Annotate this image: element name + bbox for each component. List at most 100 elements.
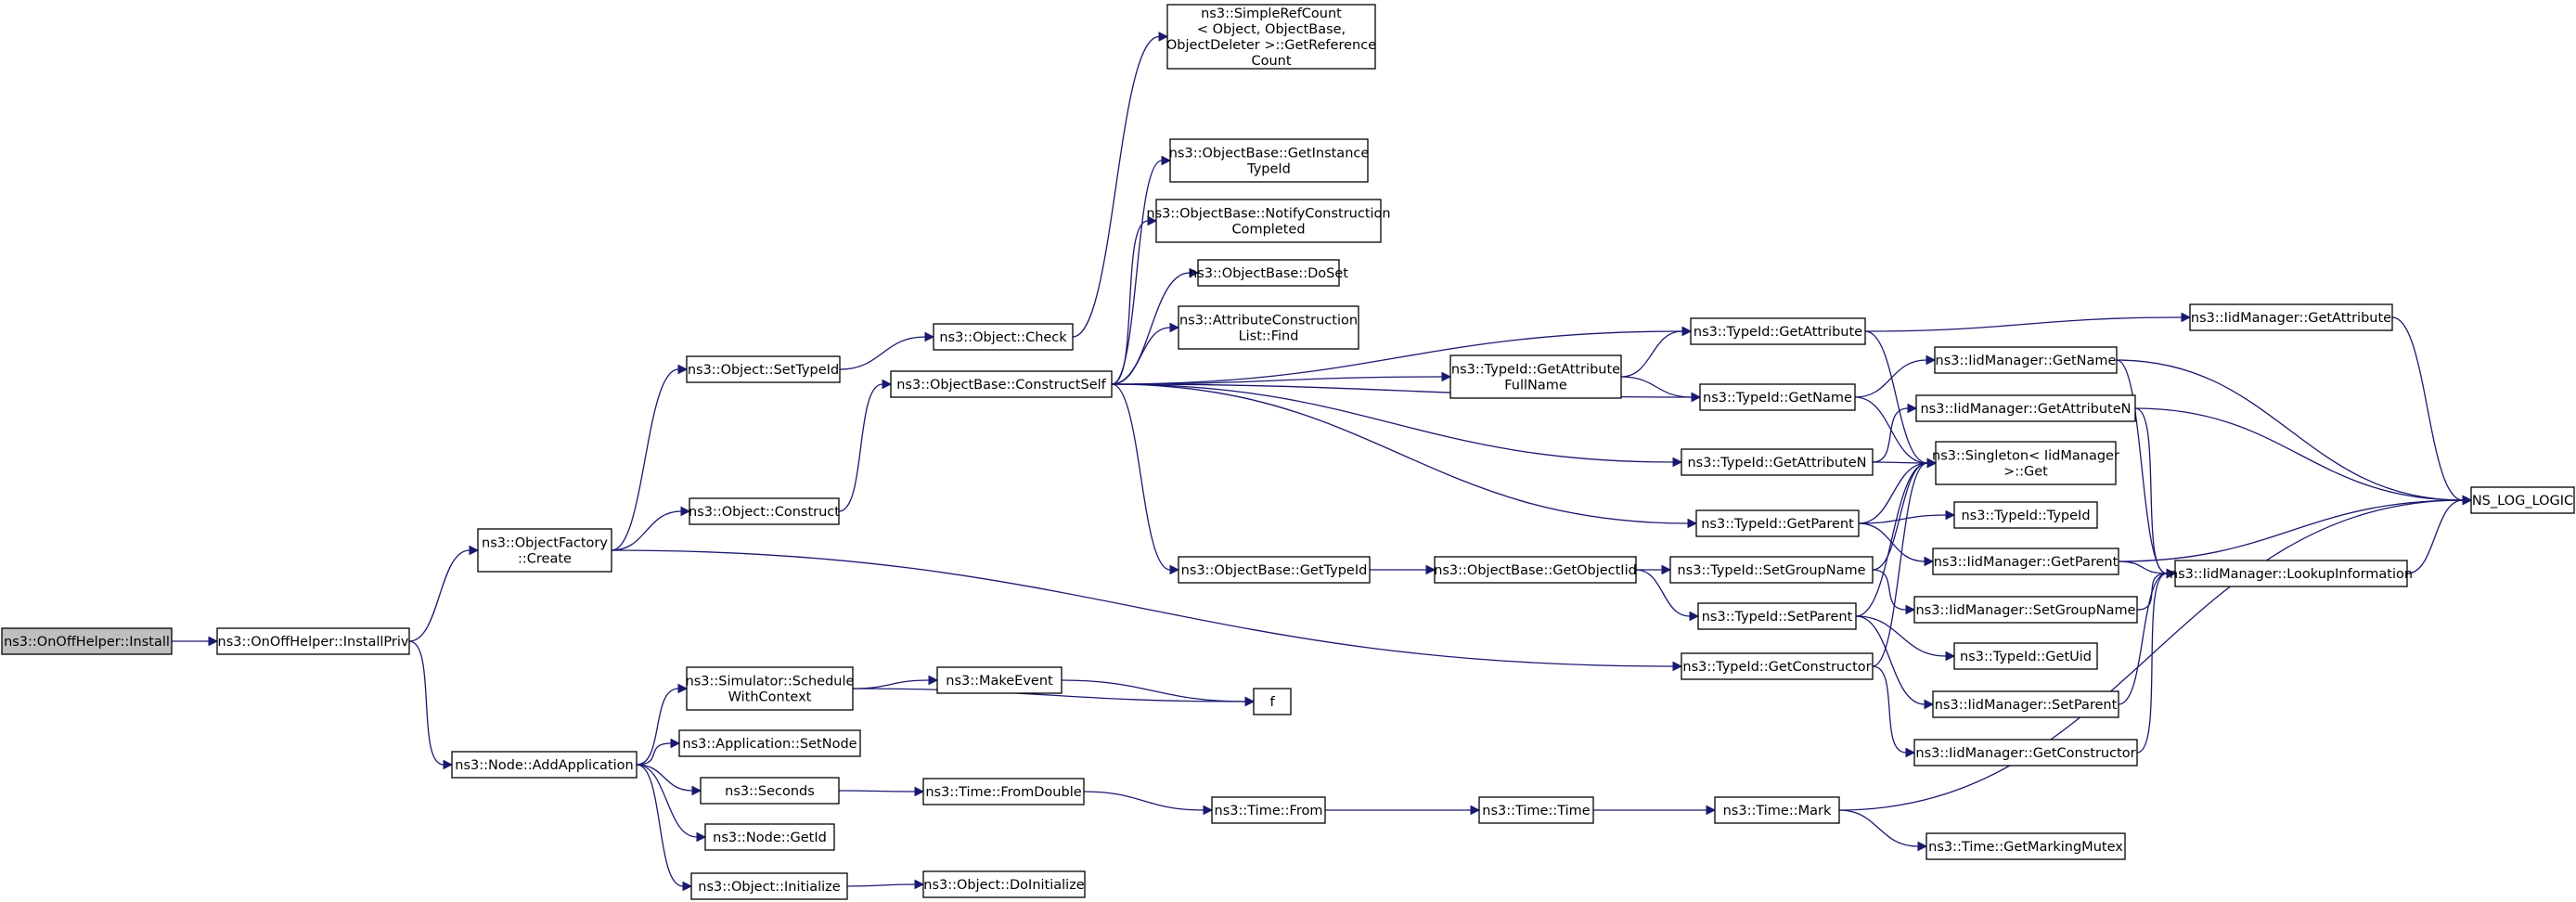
node-getrefcount[interactable]: ns3::SimpleRefCount< Object, ObjectBase,… bbox=[1166, 4, 1376, 70]
node-installpriv[interactable]: ns3::OnOffHelper::InstallPriv bbox=[216, 627, 410, 655]
node-iid_getname[interactable]: ns3::IidManager::GetName bbox=[1934, 346, 2118, 374]
node-timetime[interactable]: ns3::Time::Time bbox=[1478, 796, 1594, 824]
arrowhead bbox=[914, 786, 925, 797]
arrowhead bbox=[1147, 215, 1158, 226]
edge-getattrfull-to-getname bbox=[1620, 376, 1702, 403]
node-box bbox=[1178, 305, 1359, 350]
node-label: ::Create bbox=[518, 551, 572, 566]
arrowhead bbox=[469, 545, 480, 556]
edge-settypeid-to-check bbox=[839, 331, 935, 370]
node-constructself[interactable]: ns3::ObjectBase::ConstructSelf bbox=[890, 370, 1113, 398]
node-settypeid[interactable]: ns3::Object::SetTypeId bbox=[686, 355, 841, 383]
node-getparent[interactable]: ns3::TypeId::GetParent bbox=[1695, 509, 1860, 537]
edge-constructself-to-obgettypeid bbox=[1111, 383, 1180, 575]
node-fromdouble[interactable]: ns3::Time::FromDouble bbox=[922, 778, 1085, 805]
node-timemark[interactable]: ns3::Time::Mark bbox=[1714, 796, 1840, 824]
node-timefrom[interactable]: ns3::Time::From bbox=[1211, 796, 1326, 824]
node-getattrn[interactable]: ns3::TypeId::GetAttributeN bbox=[1681, 448, 1874, 476]
node-seconds[interactable]: ns3::Seconds bbox=[700, 777, 840, 805]
node-label: TypeId bbox=[1246, 161, 1291, 176]
edge-getconstructor-to-iid_getconstructor bbox=[1872, 665, 1916, 758]
node-label: ns3::IidManager::LookupInformation bbox=[2170, 567, 2413, 582]
node-label: Count bbox=[1251, 54, 1291, 69]
edge-objfactory-to-settypeid bbox=[611, 364, 689, 551]
arrowhead bbox=[882, 379, 893, 390]
node-box bbox=[1681, 448, 1874, 476]
edge-installpriv-to-objfactory bbox=[408, 545, 480, 642]
node-label: ns3::TypeId::TypeId bbox=[1961, 509, 2090, 523]
node-getconstructor[interactable]: ns3::TypeId::GetConstructor bbox=[1681, 652, 1874, 680]
node-lookup[interactable]: ns3::IidManager::LookupInformation bbox=[2170, 560, 2413, 587]
node-getmarkingmutex[interactable]: ns3::Time::GetMarkingMutex bbox=[1926, 832, 2126, 860]
node-setparent[interactable]: ns3::TypeId::SetParent bbox=[1697, 602, 1857, 630]
edge-getattrn-to-iid_getattrn bbox=[1872, 403, 1918, 463]
node-iid_getattribute[interactable]: ns3::IidManager::GetAttribute bbox=[2189, 303, 2393, 331]
node-check[interactable]: ns3::Object::Check bbox=[933, 323, 1074, 351]
edge-setparent-to-getuid bbox=[1855, 615, 1956, 662]
node-obgettypeid[interactable]: ns3::ObjectBase::GetTypeId bbox=[1178, 556, 1371, 584]
node-nslog[interactable]: NS_LOG_LOGIC bbox=[2470, 486, 2575, 514]
edge-iid_getattribute-to-nslog bbox=[2391, 316, 2473, 506]
node-label: ns3::Time::Mark bbox=[1723, 804, 1832, 818]
node-iid_setparent[interactable]: ns3::IidManager::SetParent bbox=[1932, 690, 2119, 718]
node-getname[interactable]: ns3::TypeId::GetName bbox=[1699, 383, 1856, 411]
node-addapp[interactable]: ns3::Node::AddApplication bbox=[451, 751, 638, 779]
edge-constructself-to-getparent bbox=[1111, 383, 1698, 529]
edge-iid_getconstructor-to-lookup bbox=[2136, 568, 2177, 754]
arrowhead bbox=[1189, 267, 1200, 278]
node-iid_getparent[interactable]: ns3::IidManager::GetParent bbox=[1932, 548, 2119, 575]
node-getattribute[interactable]: ns3::TypeId::GetAttribute bbox=[1690, 317, 1866, 345]
node-install[interactable]: ns3::OnOffHelper::Install bbox=[1, 627, 173, 655]
node-construct[interactable]: ns3::Object::Construct bbox=[689, 497, 840, 525]
node-box bbox=[922, 870, 1086, 898]
node-setnode[interactable]: ns3::Application::SetNode bbox=[678, 729, 861, 757]
node-box bbox=[1478, 796, 1594, 824]
edge-getobjectiid-to-setparent bbox=[1635, 569, 1700, 622]
node-makeevent[interactable]: ns3::MakeEvent bbox=[936, 666, 1063, 694]
node-notify[interactable]: ns3::ObjectBase::NotifyConstructionCompl… bbox=[1146, 199, 1391, 243]
node-objfactory[interactable]: ns3::ObjectFactory::Create bbox=[477, 528, 612, 573]
node-getobjectiid[interactable]: ns3::ObjectBase::GetObjectIid bbox=[1434, 556, 1637, 584]
node-iid_getconstructor[interactable]: ns3::IidManager::GetConstructor bbox=[1913, 739, 2138, 767]
edge-getobjectiid-to-setgroupname bbox=[1635, 564, 1672, 575]
edge-iid_getparent-to-nslog bbox=[2118, 495, 2473, 562]
node-label: ns3::Application::SetNode bbox=[682, 737, 857, 752]
arrowhead bbox=[208, 636, 219, 647]
node-box bbox=[686, 666, 854, 711]
node-iid_setgroup[interactable]: ns3::IidManager::SetGroupName bbox=[1913, 596, 2138, 624]
node-iid_getattrn[interactable]: ns3::IidManager::GetAttributeN bbox=[1915, 394, 2136, 422]
node-label: ns3::IidManager::SetGroupName bbox=[1915, 603, 2135, 618]
node-box bbox=[2174, 560, 2408, 587]
node-box bbox=[890, 370, 1113, 398]
node-label: ns3::IidManager::GetName bbox=[1936, 354, 2117, 368]
edge-fromdouble-to-timefrom bbox=[1083, 791, 1214, 816]
edge-iid_getname-to-nslog bbox=[2116, 359, 2473, 506]
node-doset[interactable]: ns3::ObjectBase::DoSet bbox=[1189, 259, 1348, 287]
edge-check-to-getrefcount bbox=[1072, 32, 1169, 338]
node-getid[interactable]: ns3::Node::GetId bbox=[704, 823, 835, 851]
node-label: ns3::IidManager::GetConstructor bbox=[1915, 746, 2135, 761]
node-initialize[interactable]: ns3::Object::Initialize bbox=[690, 872, 848, 900]
node-typeid_typeid[interactable]: ns3::TypeId::TypeId bbox=[1953, 501, 2098, 529]
node-setgroupname[interactable]: ns3::TypeId::SetGroupName bbox=[1669, 556, 1874, 584]
arrowhead bbox=[1926, 457, 1938, 469]
arrowhead bbox=[1681, 326, 1693, 337]
node-label: ns3::Singleton< IidManager bbox=[1932, 448, 2119, 463]
node-doinitialize[interactable]: ns3::Object::DoInitialize bbox=[922, 870, 1086, 898]
edge-timemark-to-getmarkingmutex bbox=[1838, 809, 1928, 852]
edge-setgroupname-to-iid_setgroup bbox=[1872, 569, 1916, 615]
node-f[interactable]: f bbox=[1253, 688, 1292, 715]
edge-getattribute-to-iid_getattribute bbox=[1864, 312, 2192, 332]
arrowhead bbox=[1672, 661, 1683, 672]
node-label: ns3::AttributeConstruction bbox=[1179, 313, 1358, 328]
edge-constructself-to-getattrn bbox=[1111, 383, 1683, 468]
node-box bbox=[2470, 486, 2575, 514]
edge-obgettypeid-to-getobjectiid bbox=[1369, 564, 1436, 575]
node-singleton[interactable]: ns3::Singleton< IidManager>::Get bbox=[1932, 441, 2119, 485]
node-getuid[interactable]: ns3::TypeId::GetUid bbox=[1953, 642, 2098, 670]
